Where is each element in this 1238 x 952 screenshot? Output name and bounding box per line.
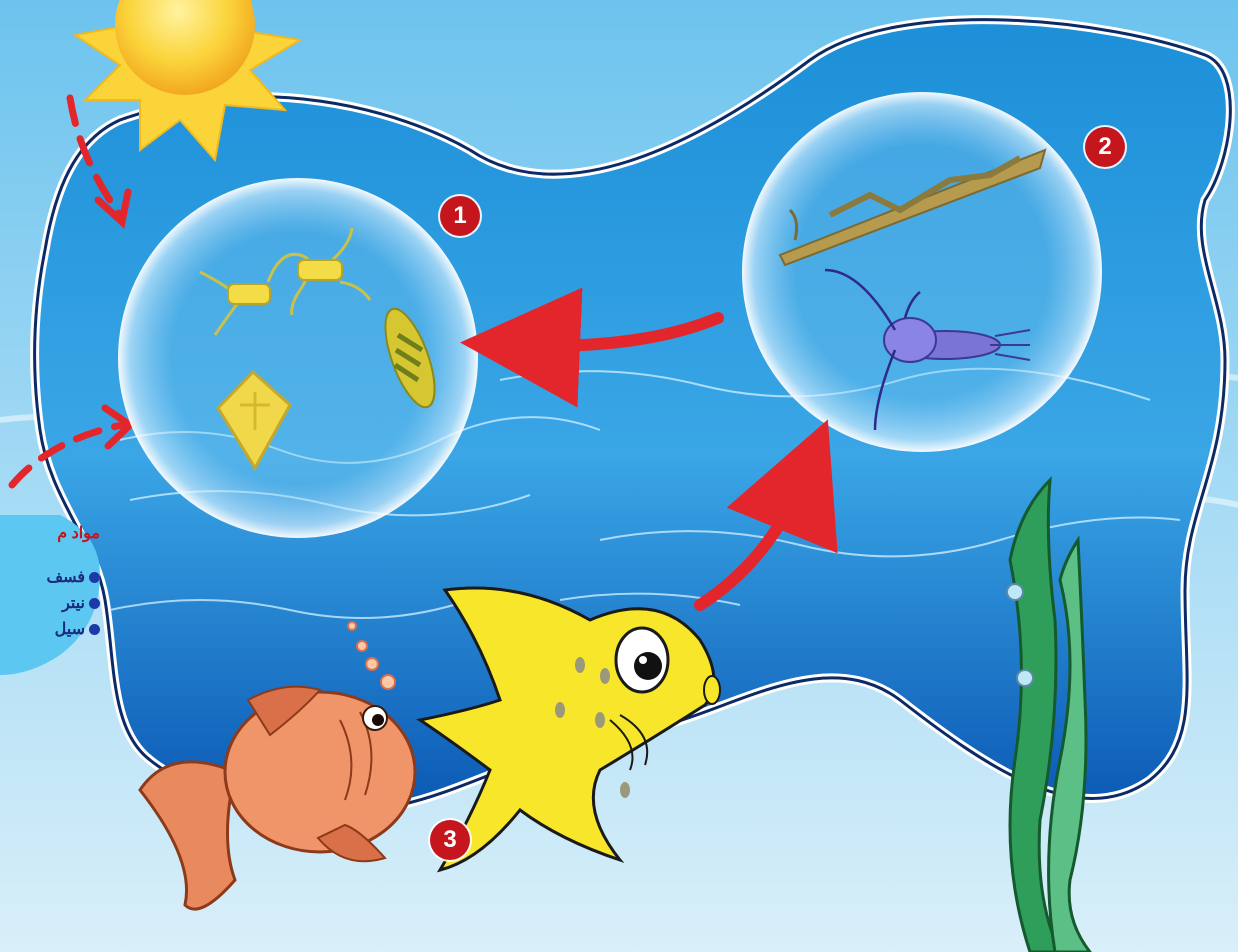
bullet-icon (89, 624, 100, 635)
nutrient-item: فسف (47, 567, 100, 593)
zooplankton-bubble (742, 92, 1102, 452)
phytoplankton-bubble (118, 178, 478, 538)
badge-step-3: 3 (430, 820, 470, 860)
nutrients-callout: مواد م فسف نيتر سيل (0, 515, 100, 675)
nutrient-item: نيتر (47, 593, 100, 619)
nutrient-item: سيل (47, 619, 100, 645)
badge-step-2: 2 (1085, 127, 1125, 167)
badge-step-1: 1 (440, 196, 480, 236)
nutrient-label: نيتر (62, 595, 85, 612)
nutrients-title: مواد م (57, 523, 100, 543)
bullet-icon (89, 598, 100, 609)
nutrients-list: فسف نيتر سيل (47, 567, 100, 645)
nutrient-label: سيل (55, 621, 85, 638)
nutrient-label: فسف (47, 569, 85, 586)
bullet-icon (89, 572, 100, 583)
